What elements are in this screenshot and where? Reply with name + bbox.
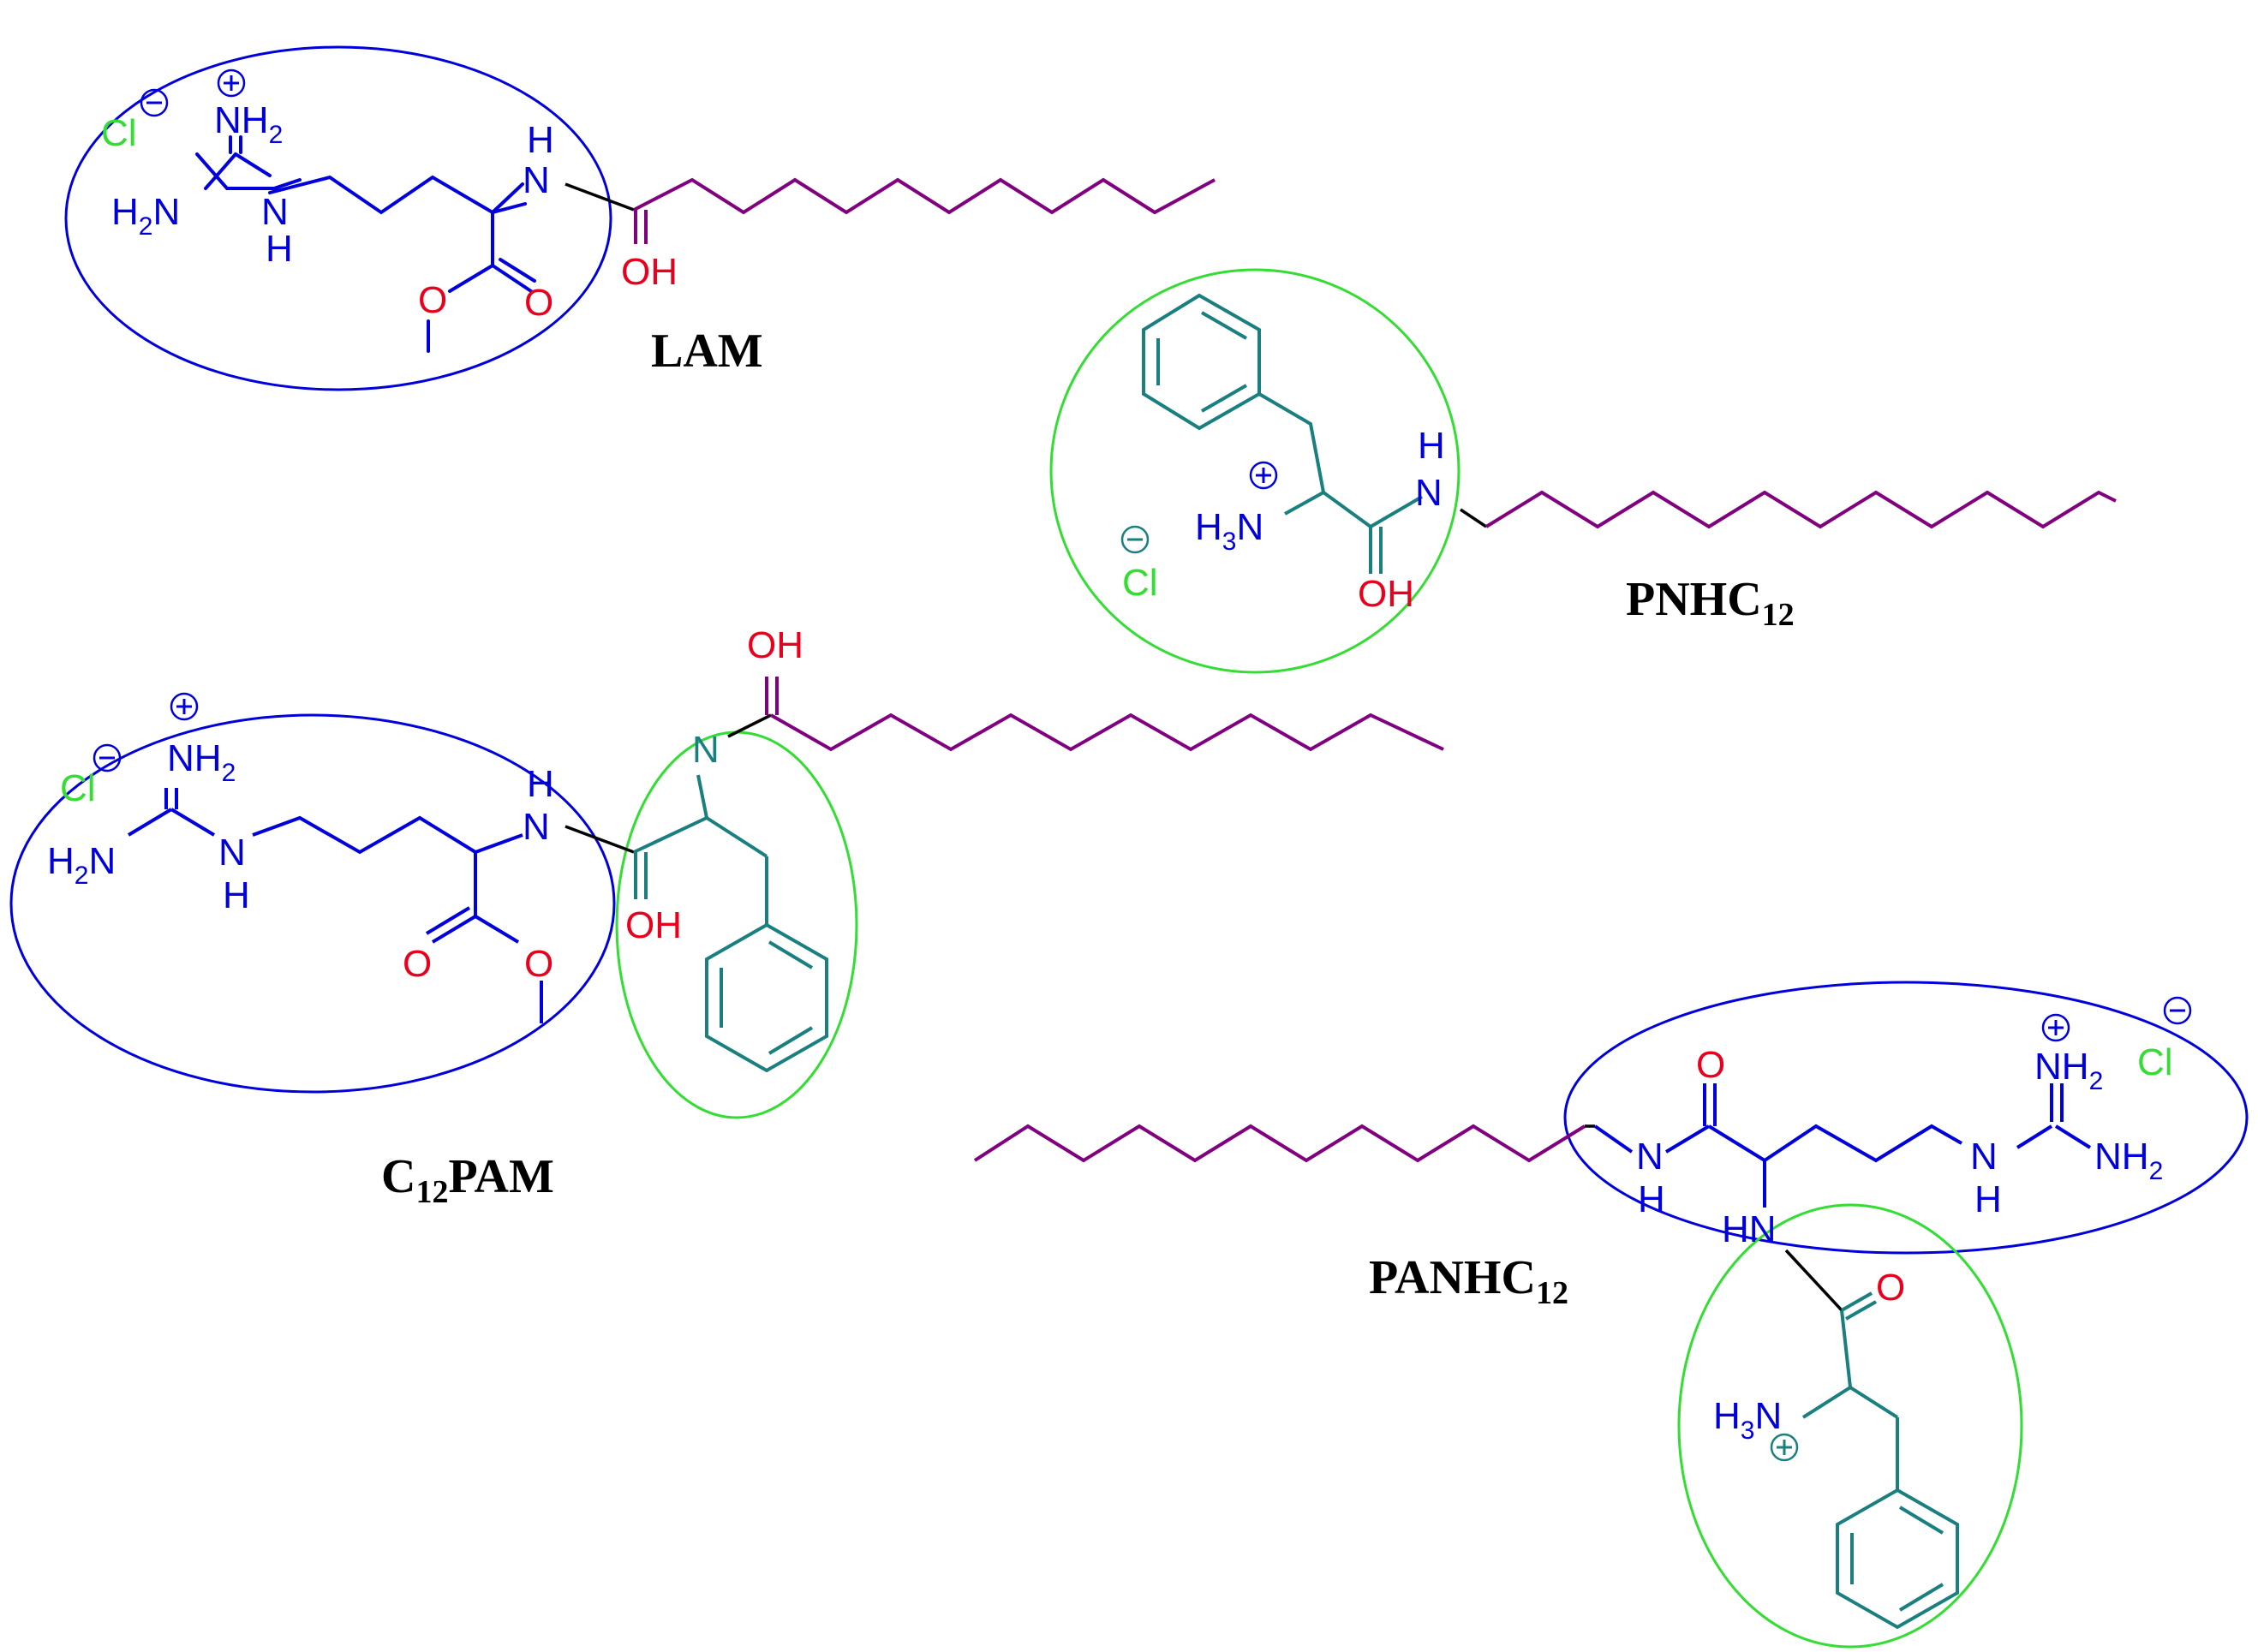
amide-bond (727, 713, 772, 738)
phenylalanine-region-ellipse (1677, 1203, 2023, 1649)
ester-oxygen-label: O (524, 943, 553, 985)
negative-charge-icon (140, 88, 169, 117)
phenylalanine-bonds (1801, 1291, 1959, 1630)
guanidine-h-label: H (223, 874, 250, 916)
amide-bond (564, 182, 635, 212)
phe-n-label: N (692, 729, 720, 771)
molecule-lam: Cl NH2 H2N N H H N O O OH LAM (64, 45, 1216, 391)
chloride-label: Cl (60, 767, 96, 809)
amide-h-label: H (1418, 425, 1445, 467)
carbonyl-oxygen-label: O (403, 943, 432, 985)
alkyl-chain (973, 1124, 1586, 1163)
molecule-pnhc12: H3N H N OH Cl PNHC12 (1049, 268, 2117, 674)
guanidine-h-label: H (1974, 1178, 2002, 1220)
phenylalanine-region-ellipse (1049, 268, 1461, 674)
carbonyl-bonds (765, 677, 779, 715)
molecule-name-lam: LAM (651, 325, 763, 378)
guanidine-h-label: H (266, 228, 293, 270)
ammonium-label: H3N (1195, 506, 1263, 556)
molecule-name-pnhc12: PNHC12 (1626, 573, 1795, 633)
amine-label: H2N (47, 840, 116, 890)
positive-charge-icon (170, 692, 199, 721)
guanidine-n-label: N (218, 832, 246, 874)
ammonium-label: H3N (1713, 1395, 1782, 1445)
molecule-panhc12: Cl NH2 NH2 N H N H O HN O H3N PANHC12 (973, 981, 2249, 1649)
amide-bond (1784, 1249, 1843, 1312)
iminium-label: NH2 (167, 737, 236, 787)
alkyl-chain (1484, 490, 2117, 529)
amide-n-label: N (1636, 1136, 1664, 1178)
positive-charge-icon (1249, 461, 1278, 490)
amide-bond (564, 825, 635, 854)
amide-h-label: H (1638, 1178, 1665, 1220)
amide-n-label: N (523, 806, 550, 848)
positive-charge-icon (217, 69, 246, 98)
arginine-region-ellipse (64, 45, 612, 391)
guanidine-n-label: N (261, 191, 289, 233)
alkyl-chain (770, 713, 1444, 752)
arginine-region-ellipse (1563, 981, 2249, 1255)
molecule-c12pam: Cl NH2 H2N N H H N N OH OH O O C12PAM (9, 624, 1444, 1210)
phenylalanine-bonds (1257, 392, 1424, 574)
carbonyl-oxygen-label: O (524, 282, 553, 324)
chloride-label: Cl (1122, 562, 1158, 604)
iminium-label: NH2 (2034, 1046, 2103, 1095)
amide-h-label: H (527, 763, 554, 805)
arginine-bonds (127, 788, 543, 1023)
molecule-name-panhc12: PANHC12 (1369, 1251, 1568, 1311)
chloride-label: Cl (2137, 1041, 2173, 1083)
positive-charge-icon (1770, 1433, 1799, 1462)
chloride-label: Cl (101, 112, 137, 154)
negative-charge-icon (2163, 996, 2192, 1025)
amine-right-label: NH2 (2094, 1136, 2163, 1185)
ester-oxygen-label: O (418, 279, 447, 321)
arginine-bonds (195, 135, 536, 353)
phenylalanine-bonds (633, 774, 828, 1073)
amide-n-label: N (523, 159, 550, 201)
iminium-label: NH2 (214, 99, 283, 149)
amide-h-label: H (527, 119, 554, 161)
molecule-name-c12pam: C12PAM (381, 1150, 554, 1210)
arginine-bonds (1593, 1083, 2092, 1208)
hydroxyl-label: OH (621, 251, 678, 293)
guanidine-n-label: N (1970, 1136, 1998, 1178)
negative-charge-icon (1120, 525, 1150, 554)
amide-n-label: N (1415, 472, 1443, 514)
amide-bond (1460, 508, 1487, 528)
alkyl-chain (633, 177, 1216, 215)
hydroxyl-top-label: OH (747, 624, 803, 666)
arginine-region-ellipse (9, 713, 616, 1094)
hydroxyl-label: OH (1358, 573, 1414, 615)
amine-label: H2N (111, 191, 180, 241)
hn-label: HN (1722, 1208, 1777, 1250)
hydroxyl-mid-label: OH (625, 904, 682, 946)
positive-charge-icon (2041, 1013, 2070, 1042)
phenyl-ring (1142, 293, 1261, 431)
carbonyl-bonds (634, 210, 648, 244)
phe-carbonyl-oxygen-label: O (1876, 1267, 1905, 1309)
carbonyl-oxygen-label: O (1696, 1044, 1725, 1086)
